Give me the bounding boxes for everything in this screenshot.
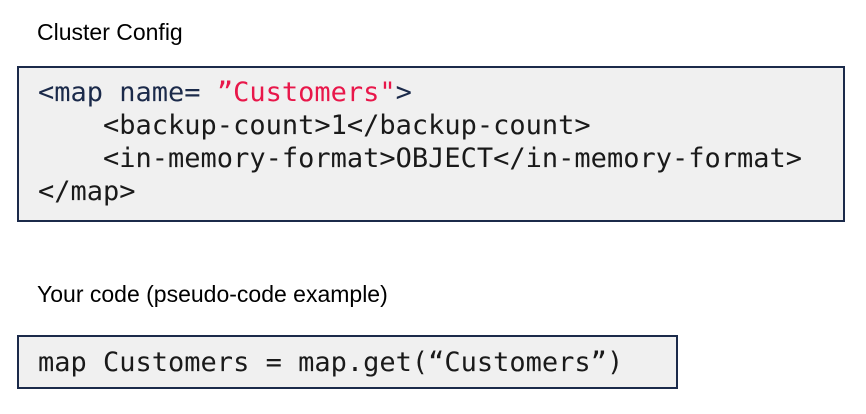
pseudo-code: map Customers = map.get(“Customers”): [38, 346, 624, 378]
code-line: <map name= ”Customers">: [38, 77, 412, 108]
cluster-config-code-block: <map name= ”Customers"> <backup-count>1<…: [17, 66, 845, 222]
code-line: <in-memory-format>OBJECT</in-memory-form…: [38, 143, 803, 174]
code-line: <backup-count>1</backup-count>: [38, 110, 591, 141]
pseudo-code-block: map Customers = map.get(“Customers”): [17, 335, 678, 389]
your-code-heading: Your code (pseudo-code example): [37, 281, 388, 307]
code-line: </map>: [38, 176, 136, 207]
xml-config-code: <map name= ”Customers"> <backup-count>1<…: [38, 76, 839, 208]
cluster-config-heading: Cluster Config: [37, 19, 183, 45]
